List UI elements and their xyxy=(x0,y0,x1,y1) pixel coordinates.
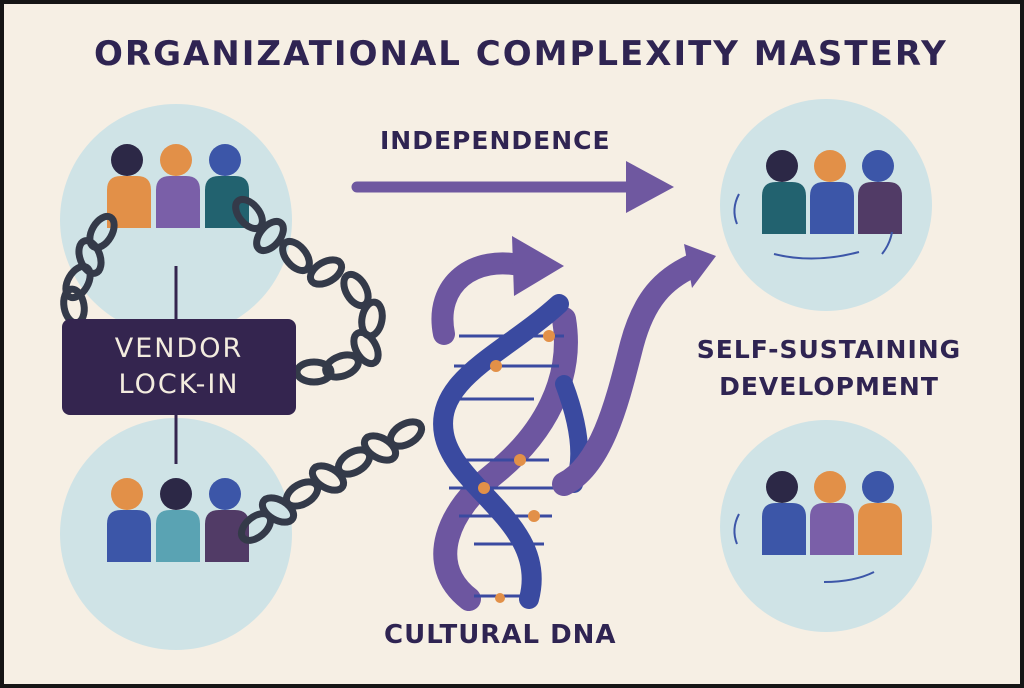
cultural-dna-label: CULTURAL DNA xyxy=(384,620,617,650)
dna-helix-icon xyxy=(431,236,589,611)
vendor-label-line1: VENDOR xyxy=(114,333,244,364)
growth-arrow-icon xyxy=(552,244,716,496)
vendor-label-line2: LOCK-IN xyxy=(118,369,240,400)
chain-icon-right-top xyxy=(232,195,386,386)
people-group-icon-bottom-left xyxy=(107,478,249,562)
vendor-lock-in-box: VENDOR LOCK-IN xyxy=(62,319,296,415)
chain-icon-bottom xyxy=(237,418,426,544)
independence-label: INDEPENDENCE xyxy=(380,126,611,155)
self-sustaining-label: SELF-SUSTAINING DEVELOPMENT xyxy=(696,335,962,401)
people-group-icon-top-left xyxy=(107,144,249,228)
chain-icon-left xyxy=(60,212,118,327)
diagram-artwork xyxy=(60,99,932,650)
people-group-icon-top-right xyxy=(733,150,902,260)
arrow-right-icon xyxy=(351,161,674,213)
page-title: ORGANIZATIONAL COMPLEXITY MASTERY xyxy=(94,34,948,74)
people-group-icon-bottom-right xyxy=(733,471,902,583)
